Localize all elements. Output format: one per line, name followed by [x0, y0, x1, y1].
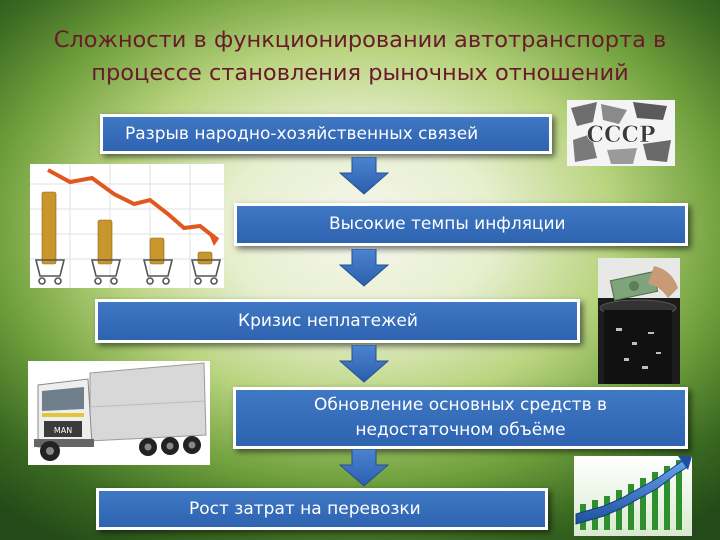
- flow-step-label: Кризис неплатежей: [238, 310, 418, 331]
- flow-step-label: Рост затрат на перевозки: [189, 498, 421, 519]
- flow-step-high-inflation: Высокие темпы инфляции: [234, 203, 688, 246]
- flow-step-fixed-assets-renewal: Обновление основных средств в недостаточ…: [233, 387, 688, 449]
- money-in-trash-image: [598, 258, 680, 384]
- flow-step-gap-in-economic-ties: Разрыв народно-хозяйственных связей: [100, 114, 552, 154]
- flow-step-label: Высокие темпы инфляции: [329, 214, 566, 234]
- rising-costs-chart-image: [574, 456, 692, 536]
- ussr-logo-image: СССР: [567, 100, 675, 166]
- down-arrow-icon: [339, 449, 389, 487]
- flow-step-transport-cost-growth: Рост затрат на перевозки: [96, 488, 548, 530]
- flow-step-payment-crisis: Кризис неплатежей: [95, 299, 580, 343]
- ussr-logo-text: СССР: [586, 122, 655, 148]
- slide-title-line-1: Сложности в функционировании автотранспо…: [53, 27, 667, 53]
- down-arrow-icon: [339, 249, 389, 287]
- down-arrow-icon: [339, 345, 389, 383]
- flow-step-label: Разрыв народно-хозяйственных связей: [125, 123, 479, 144]
- truck-plate-text: MAN: [54, 426, 72, 435]
- slide-title-line-2: процессе становления рыночных отношений: [91, 60, 629, 86]
- coins-decline-chart-image: [30, 164, 224, 288]
- slide-title: Сложности в функционировании автотранспо…: [20, 24, 700, 90]
- flow-step-label: Обновление основных средств в недостаточ…: [313, 395, 608, 440]
- truck-image: MAN: [28, 361, 210, 465]
- down-arrow-icon: [339, 157, 389, 195]
